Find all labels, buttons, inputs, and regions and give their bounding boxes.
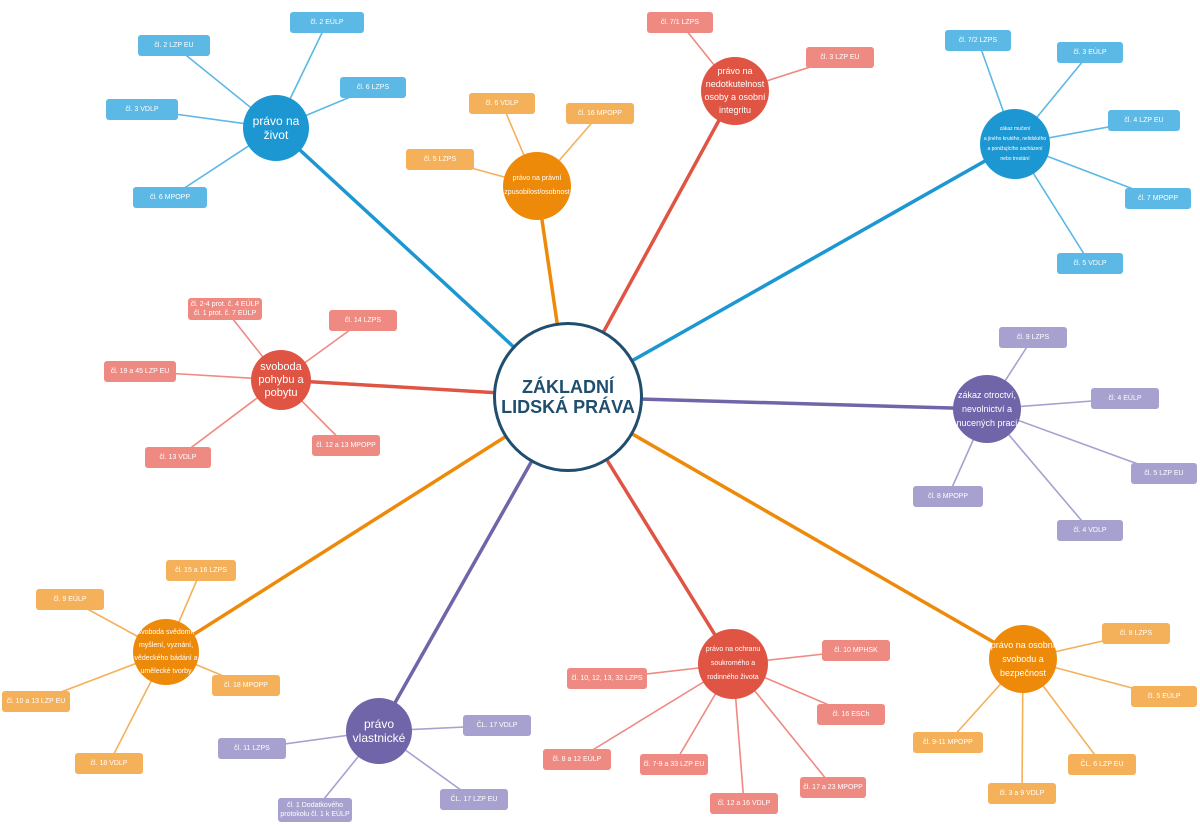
subtopic-zakaz-muceni[interactable]: čl. 7 MPOPP (1125, 188, 1191, 209)
subtopic-pravni-zpusobilost[interactable]: čl. 16 MPOPP (566, 103, 634, 124)
subtopic-ochrana-soukromi[interactable]: čl. 17 a 23 MPOPP (800, 777, 866, 798)
main-connector-osobni-svoboda (566, 395, 1025, 661)
main-connector-zakaz-muceni (566, 142, 1017, 399)
subtopic-zakaz-otroctvi[interactable]: čl. 4 EÚLP (1091, 388, 1159, 409)
subtopic-ochrana-soukromi[interactable]: čl. 12 a 16 VDLP (710, 793, 778, 814)
topic-zakaz-muceni[interactable]: zákaz mučení a jiného krutého, nelidskéh… (980, 109, 1050, 179)
subtopic-ochrana-soukromi[interactable]: čl. 10 MPHSK (822, 640, 890, 661)
topic-nedotknutelnost[interactable]: právo na nedotkutelnost osoby a osobní i… (701, 57, 769, 125)
subtopic-zakaz-otroctvi[interactable]: čl. 4 VDLP (1057, 520, 1123, 541)
subtopic-pravni-zpusobilost[interactable]: čl. 6 VDLP (469, 93, 535, 114)
subtopic-svoboda-pohybu[interactable]: čl. 12 a 13 MPOPP (312, 435, 380, 456)
topic-svoboda-pohybu[interactable]: svoboda pohybu a pobytu (251, 350, 311, 410)
subtopic-svoboda-pohybu[interactable]: čl. 13 VDLP (145, 447, 211, 468)
subtopic-ochrana-soukromi[interactable]: čl. 16 ESCh (817, 704, 885, 725)
subtopic-pravo-vlastnicke[interactable]: ČL. 17 VDLP (463, 715, 531, 736)
subtopic-osobni-svoboda[interactable]: čl. 5 EÚLP (1131, 686, 1197, 707)
subtopic-zakaz-muceni[interactable]: čl. 4 LZP EU (1108, 110, 1180, 131)
subtopic-osobni-svoboda[interactable]: čl. 8 LZPS (1102, 623, 1170, 644)
subtopic-zakaz-otroctvi[interactable]: čl. 9 LZPS (999, 327, 1067, 348)
subtopic-svoboda-pohybu[interactable]: čl. 19 a 45 LZP EU (104, 361, 176, 382)
subtopic-svoboda-svedomi[interactable]: čl. 9 EÚLP (36, 589, 104, 610)
subtopic-pravo-na-zivot[interactable]: čl. 6 MPOPP (133, 187, 207, 208)
subtopic-ochrana-soukromi[interactable]: čl. 7-9 a 33 LZP EU (640, 754, 708, 775)
subtopic-pravni-zpusobilost[interactable]: čl. 5 LZPS (406, 149, 474, 170)
subtopic-svoboda-svedomi[interactable]: čl. 10 a 13 LZP EU (2, 691, 70, 712)
subtopic-svoboda-svedomi[interactable]: čl. 18 MPOPP (212, 675, 280, 696)
subtopic-pravo-na-zivot[interactable]: čl. 2 LZP EU (138, 35, 210, 56)
subtopic-osobni-svoboda[interactable]: čl. 9-11 MPOPP (913, 732, 983, 753)
subtopic-pravo-vlastnicke[interactable]: ČL. 17 LZP EU (440, 789, 508, 810)
topic-osobni-svoboda[interactable]: právo na osobní svobodu a bezpečnost (989, 625, 1057, 693)
subtopic-osobni-svoboda[interactable]: čl. 3 a 9 VDLP (988, 783, 1056, 804)
topic-svoboda-svedomi[interactable]: svoboda svědomí, myšlení, vyznání, vědec… (133, 619, 199, 685)
subtopic-pravo-vlastnicke[interactable]: čl. 1 Dodatkového protokolu čl. 1 k EÚLP (278, 798, 352, 822)
subtopic-ochrana-soukromi[interactable]: čl. 10, 12, 13, 32 LZPS (567, 668, 647, 689)
subtopic-pravo-na-zivot[interactable]: čl. 6 LZPS (340, 77, 406, 98)
subtopic-zakaz-otroctvi[interactable]: čl. 8 MPOPP (913, 486, 983, 507)
subtopic-pravo-vlastnicke[interactable]: čl. 11 LZPS (218, 738, 286, 759)
topic-ochrana-soukromi[interactable]: právo na ochranu soukromého a rodinného … (698, 629, 768, 699)
subtopic-zakaz-muceni[interactable]: čl. 7/2 LZPS (945, 30, 1011, 51)
main-connector-svoboda-svedomi (164, 395, 570, 654)
subtopic-zakaz-muceni[interactable]: čl. 3 EÚLP (1057, 42, 1123, 63)
subtopic-svoboda-pohybu[interactable]: čl. 2-4 prot. č. 4 EÚLP čl. 1 prot. č. 7… (188, 298, 262, 320)
subtopic-osobni-svoboda[interactable]: ČL. 6 LZP EU (1068, 754, 1136, 775)
topic-pravo-vlastnicke[interactable]: právo vlastnické (346, 698, 412, 764)
topic-pravo-na-zivot[interactable]: právo na život (243, 95, 309, 161)
subtopic-svoboda-svedomi[interactable]: čl. 18 VDLP (75, 753, 143, 774)
subtopic-zakaz-otroctvi[interactable]: čl. 5 LZP EU (1131, 463, 1197, 484)
subtopic-ochrana-soukromi[interactable]: čl. 8 a 12 EÚLP (543, 749, 611, 770)
subtopic-zakaz-muceni[interactable]: čl. 5 VDLP (1057, 253, 1123, 274)
topic-pravni-zpusobilost[interactable]: právo na právní zpusobilost/osobnost (503, 152, 571, 220)
subtopic-pravo-na-zivot[interactable]: čl. 3 VDLP (106, 99, 178, 120)
subtopic-nedotknutelnost[interactable]: čl. 3 LZP EU (806, 47, 874, 68)
topic-zakaz-otroctvi[interactable]: zákaz otroctví, nevolnictví a nucených p… (953, 375, 1021, 443)
subtopic-pravo-na-zivot[interactable]: čl. 2 EÚLP (290, 12, 364, 33)
subtopic-svoboda-pohybu[interactable]: čl. 14 LZPS (329, 310, 397, 331)
subtopic-svoboda-svedomi[interactable]: čl. 15 a 16 LZPS (166, 560, 236, 581)
subtopic-nedotknutelnost[interactable]: čl. 7/1 LZPS (647, 12, 713, 33)
central-topic[interactable]: ZÁKLADNÍ LIDSKÁ PRÁVA (493, 322, 643, 472)
